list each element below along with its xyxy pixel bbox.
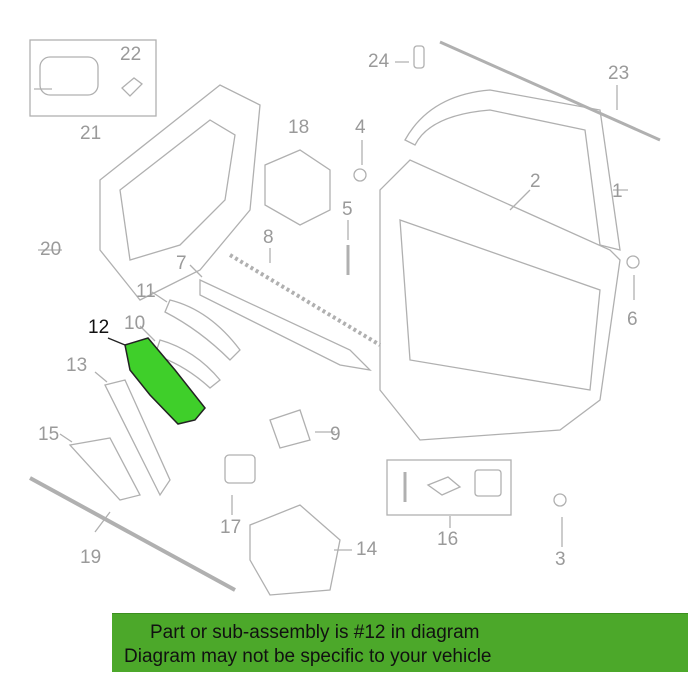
callout-3: 3 <box>555 549 566 570</box>
callout-7: 7 <box>176 253 187 274</box>
leader-12 <box>107 337 126 346</box>
inset-box-16 <box>386 459 512 516</box>
bracket-16 <box>474 469 502 497</box>
clip-part <box>121 77 143 97</box>
callout-10: 10 <box>124 313 146 334</box>
callout-13: 13 <box>66 355 88 376</box>
banner-line-2: Diagram may not be specific to your vehi… <box>124 646 492 667</box>
callout-14: 14 <box>356 539 378 560</box>
callout-15: 15 <box>38 424 60 445</box>
clip-16 <box>426 476 462 496</box>
vent-part <box>39 56 99 96</box>
trim-7 <box>199 278 372 371</box>
callout-1: 1 <box>612 181 623 202</box>
callout-21: 21 <box>80 123 102 144</box>
door-shell <box>379 159 621 441</box>
window-switch <box>264 149 331 226</box>
strip-8 <box>228 253 382 347</box>
callout-5: 5 <box>342 199 353 220</box>
callout-12[interactable]: 12 <box>88 317 110 338</box>
callout-20: 20 <box>40 239 62 260</box>
trim-13 <box>104 379 171 497</box>
strip-19 <box>29 476 236 592</box>
callout-16: 16 <box>437 529 459 550</box>
door-trim-panel <box>99 84 261 301</box>
clip-24 <box>413 45 425 69</box>
callout-2: 2 <box>530 171 541 192</box>
callout-9: 9 <box>330 424 341 445</box>
speaker-14 <box>249 504 341 596</box>
door-trim-inner <box>119 119 236 261</box>
switch-17 <box>224 454 256 484</box>
callout-23: 23 <box>608 63 630 84</box>
nut-3 <box>553 493 567 507</box>
callout-11: 11 <box>136 281 156 302</box>
callout-19: 19 <box>80 547 102 568</box>
frame-1 <box>404 89 621 251</box>
bolt-4 <box>353 168 367 182</box>
callout-24: 24 <box>368 51 390 72</box>
banner-line-1: Part or sub-assembly is #12 in diagram <box>150 622 480 643</box>
leader-lines <box>34 61 635 551</box>
highlighted-part-12[interactable] <box>124 337 206 425</box>
handle-11 <box>164 299 241 361</box>
bracket-9 <box>269 409 311 449</box>
callout-17: 17 <box>220 517 242 538</box>
info-banner: Part or sub-assembly is #12 in diagram D… <box>112 613 688 672</box>
callout-22: 22 <box>120 44 142 65</box>
callout-4: 4 <box>355 117 366 138</box>
handle-10 <box>154 339 221 389</box>
cover-15 <box>68 437 141 501</box>
callout-6: 6 <box>627 309 638 330</box>
inset-box-21 <box>29 39 157 117</box>
seal-23 <box>439 40 661 142</box>
callout-18: 18 <box>288 117 310 138</box>
door-inner <box>399 219 601 391</box>
callout-8: 8 <box>263 227 274 248</box>
nut-6 <box>626 255 640 269</box>
